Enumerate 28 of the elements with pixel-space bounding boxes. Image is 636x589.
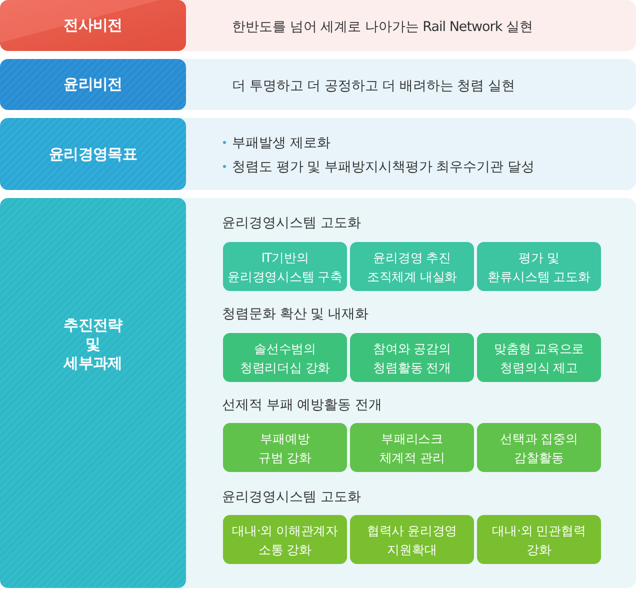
section-heading: 윤리경영시스템 고도화: [222, 214, 361, 232]
task-box: 부패리스크 체계적 관리: [350, 423, 474, 472]
category-box: 윤리비전: [0, 59, 186, 110]
vision-statement: 더 투명하고 더 공정하고 더 배려하는 청렴 실현: [232, 77, 516, 95]
category-box: 전사비전: [0, 0, 186, 51]
goal-item: 청렴도 평가 및 부패방지시책평가 최우수기관 달성: [232, 158, 534, 176]
category-box: 윤리경영목표: [0, 118, 186, 190]
section-heading: 선제적 부패 예방활동 전개: [222, 396, 382, 414]
content-panel: [186, 59, 636, 110]
content-panel: [186, 198, 636, 588]
task-box: 맞춤형 교육으로 청렴의식 제고: [477, 333, 601, 382]
task-box: 솔선수범의 청렴리더십 강화: [223, 333, 347, 382]
task-box: 부패예방 규범 강화: [223, 423, 347, 472]
task-box: 윤리경영 추진 조직체계 내실화: [350, 242, 474, 291]
task-box: 참여와 공감의 청렴활동 전개: [350, 333, 474, 382]
task-box: IT기반의 윤리경영시스템 구축: [223, 242, 347, 291]
task-box: 대내·외 민관협력 강화: [477, 515, 601, 564]
task-box: 협력사 윤리경영 지원확대: [350, 515, 474, 564]
content-panel: [186, 118, 636, 190]
vision-statement: 한반도를 넘어 세계로 나아가는 Rail Network 실현: [232, 18, 533, 36]
section-heading: 청렴문화 확산 및 내재화: [222, 305, 368, 323]
task-box: 대내·외 이해관계자 소통 강화: [223, 515, 347, 564]
goal-item: 부패발생 제로화: [232, 134, 330, 152]
content-panel: [186, 0, 636, 51]
section-heading: 윤리경영시스템 고도화: [222, 488, 361, 506]
task-box: 평가 및 환류시스템 고도화: [477, 242, 601, 291]
category-box: 추진전략 및 세부과제: [0, 198, 186, 588]
task-box: 선택과 집중의 감찰활동: [477, 423, 601, 472]
